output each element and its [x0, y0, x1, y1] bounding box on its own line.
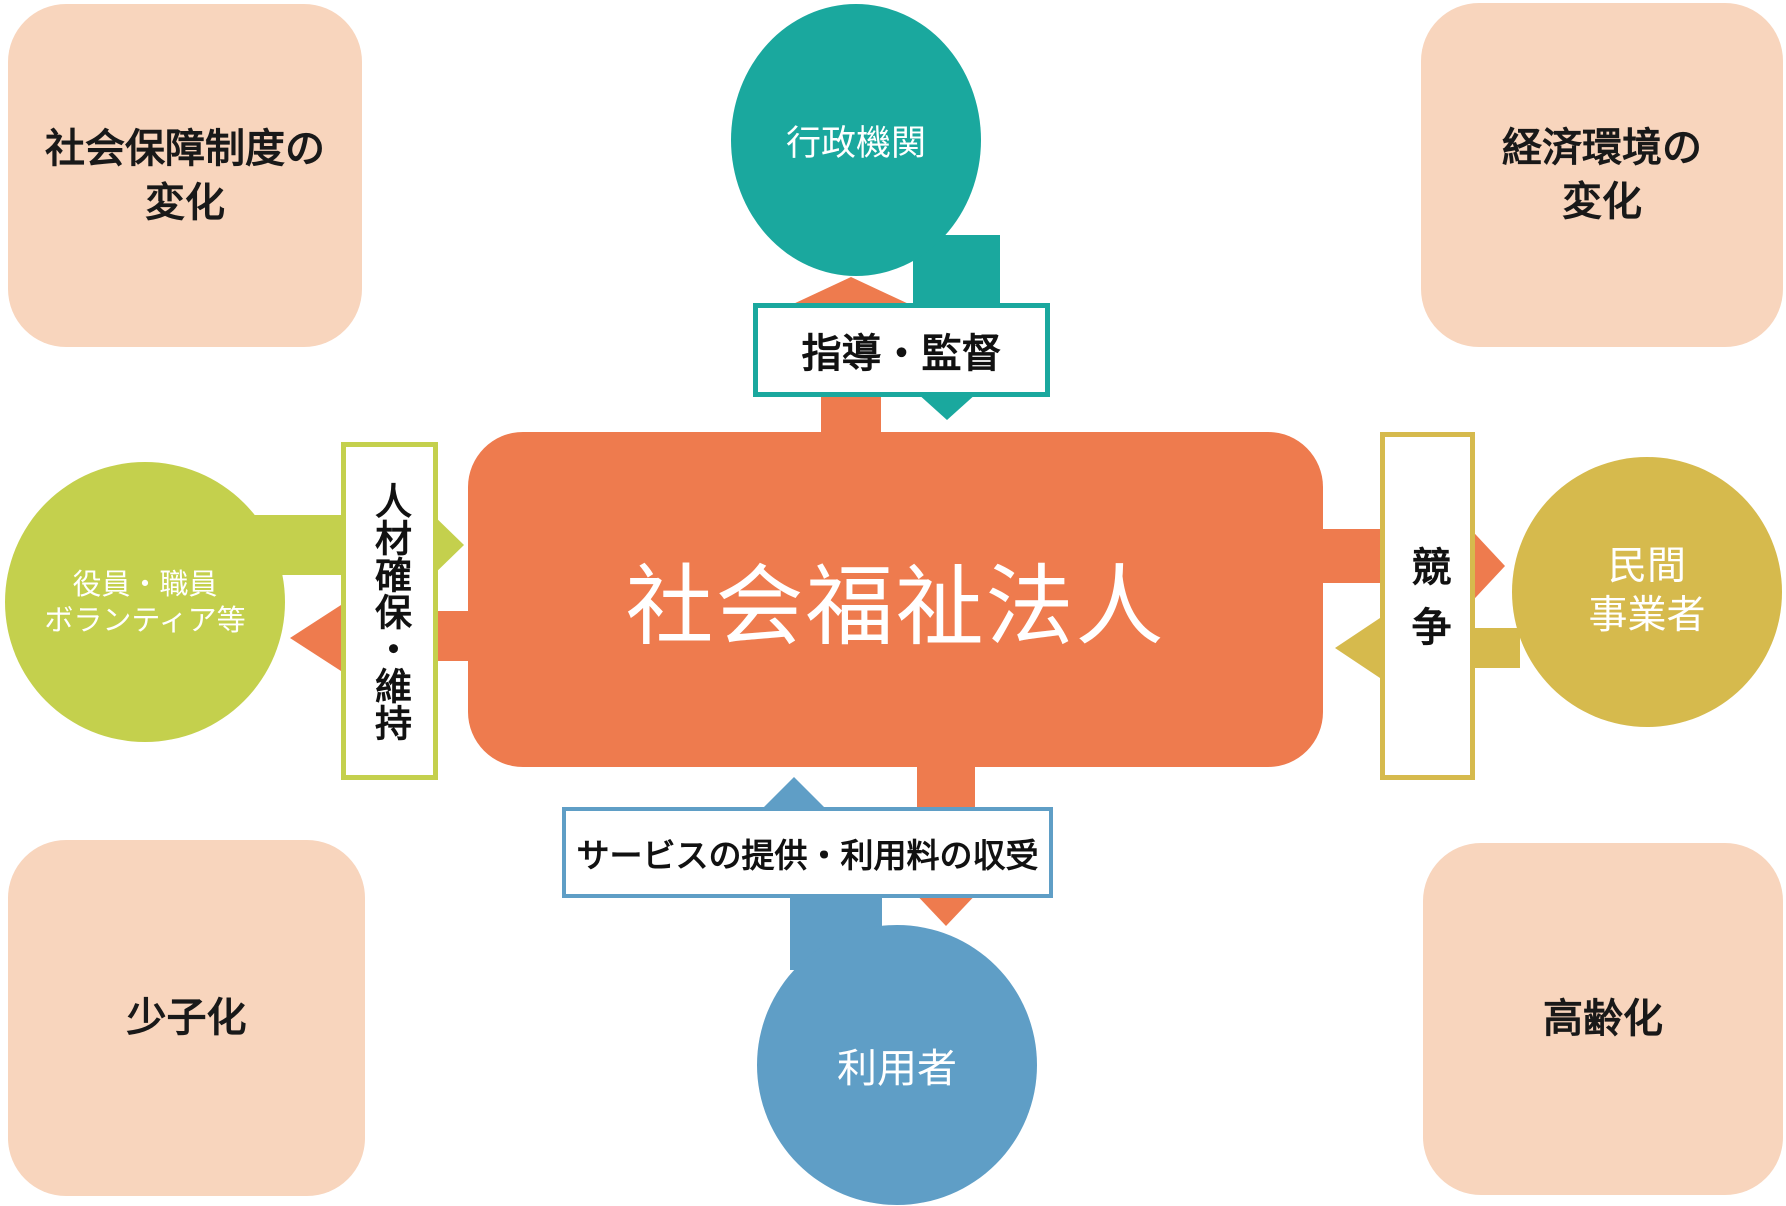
env-box-label-line2: 変化	[1562, 179, 1642, 225]
env-box-label-line1: 社会保障制度の	[45, 125, 325, 172]
relation-tag-hr-securing-retention: 人材確保・維持	[341, 442, 438, 780]
env-box-label-line1: 高齢化	[1543, 996, 1663, 1042]
center-entity-social-welfare-corporation: 社会福祉法人	[468, 432, 1323, 767]
relation-tag-label: 人材確保・維持	[368, 481, 412, 741]
env-box-social-security-change: 社会保障制度の 変化	[8, 4, 362, 347]
circle-private-businesses: 民間 事業者	[1512, 457, 1782, 727]
env-box-label-line1: 経済環境の	[1502, 125, 1702, 171]
env-box-label-line1: 少子化	[126, 995, 247, 1041]
center-entity-label: 社会福祉法人	[625, 555, 1166, 658]
circle-label-line1: 役員・職員	[72, 566, 218, 601]
arrow-center-to-private-stem	[1323, 529, 1383, 583]
relation-tag-competition: 競争	[1380, 432, 1475, 780]
circle-staff-volunteers: 役員・職員 ボランティア等	[5, 462, 285, 742]
arrow-users-to-center-head	[760, 777, 828, 811]
circle-label: 行政機関	[785, 123, 926, 164]
circle-government-agencies: 行政機関	[731, 4, 981, 276]
arrow-center-to-staff-head	[290, 605, 341, 671]
circle-label-line2: ボランティア等	[44, 603, 246, 637]
circle-label-line2: 事業者	[1588, 593, 1706, 638]
relation-tag-guidance-supervision: 指導・監督	[753, 303, 1050, 397]
relation-tag-label: サービスの提供・利用料の収受	[576, 835, 1039, 875]
circle-label: 利用者	[837, 1046, 957, 1092]
relation-tag-label: 競争	[1404, 546, 1451, 666]
env-box-label-line2: 変化	[145, 179, 225, 226]
arrow-private-to-center-head	[1335, 616, 1383, 680]
circle-label-line1: 民間	[1607, 544, 1686, 590]
relation-tag-label: 指導・監督	[801, 331, 1002, 377]
env-box-aging: 高齢化	[1423, 843, 1783, 1195]
env-box-economic-change: 経済環境の 変化	[1421, 3, 1783, 347]
relation-tag-service-provision-fees: サービスの提供・利用料の収受	[562, 807, 1053, 898]
arrow-center-to-gov-head	[791, 277, 911, 305]
env-box-declining-birthrate: 少子化	[8, 840, 365, 1196]
circle-service-users: 利用者	[757, 925, 1037, 1205]
